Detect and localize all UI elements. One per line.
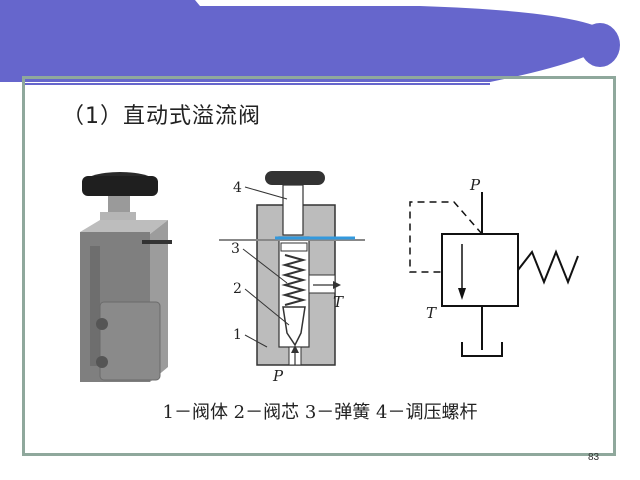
- port-label-pressure: P: [272, 367, 284, 385]
- leader-4: [244, 186, 288, 200]
- flow-arrow-head: [458, 288, 466, 300]
- part-label-3: 3: [231, 241, 240, 257]
- tank-reservoir: [461, 342, 503, 357]
- pressure-arrow-head: [291, 345, 299, 353]
- symbol-box: [441, 233, 519, 307]
- adjust-screw-rod: [282, 184, 304, 236]
- port-label-tank: T: [333, 293, 344, 311]
- knob-body: [82, 176, 158, 196]
- port-block: [99, 301, 161, 381]
- symbol-spring: [517, 249, 579, 285]
- slide-frame: [22, 76, 616, 456]
- banner-cap: [580, 23, 620, 67]
- page-number: 83: [588, 452, 600, 463]
- part-label-4: 4: [233, 180, 242, 196]
- valve-photo: [80, 172, 172, 382]
- screw-top: [96, 318, 108, 330]
- valve-cross-section: 4 3 2 1 T P: [219, 171, 365, 385]
- mounting-pin: [142, 240, 172, 244]
- spring-seat: [280, 242, 308, 252]
- symbol-label-tank: T: [426, 304, 437, 322]
- pilot-line: [409, 201, 483, 273]
- screw-bottom: [96, 356, 108, 368]
- leader-1: [244, 334, 268, 348]
- figure-caption: 1－阀体 2－阀芯 3－弹簧 4－调压螺杆: [162, 402, 478, 423]
- body-recess: [90, 246, 100, 366]
- part-label-2: 2: [233, 281, 242, 297]
- spring: [281, 254, 307, 306]
- knob-stem: [108, 196, 130, 216]
- poppet: [282, 306, 306, 347]
- relief-valve-symbol: P T: [409, 176, 579, 357]
- symbol-label-pressure: P: [469, 176, 481, 194]
- leader-3: [242, 248, 288, 284]
- banner-shape: [0, 0, 614, 82]
- slide-heading: （1）直动式溢流阀: [62, 104, 261, 129]
- header-banner: [0, 0, 620, 85]
- adjust-screw-cap: [265, 171, 325, 185]
- body-top-face: [80, 220, 168, 234]
- part-label-1: 1: [233, 327, 242, 343]
- tank-port: [308, 274, 336, 294]
- leader-2: [244, 288, 290, 326]
- tank-arrow-head: [333, 281, 341, 289]
